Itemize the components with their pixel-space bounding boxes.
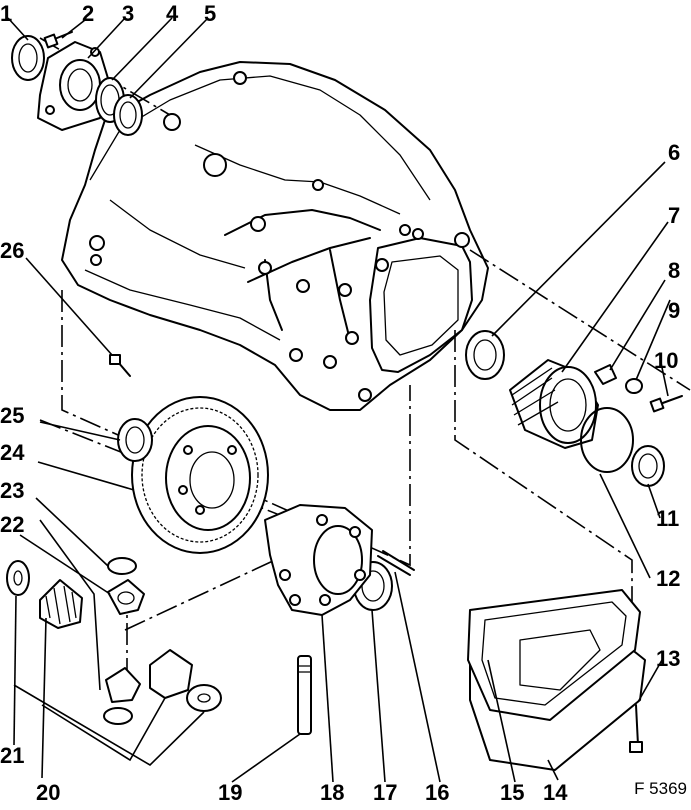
callout-14: 14 (543, 780, 568, 805)
callout-18: 18 (320, 780, 345, 805)
part-18-differential-case (264, 504, 373, 616)
part-12-o-ring (580, 407, 634, 473)
callout-15: 15 (500, 780, 525, 805)
callout-2: 2 (82, 1, 95, 26)
part-22-planet-gear (107, 579, 145, 615)
part-7-ring-gear (509, 359, 599, 449)
callout-7: 7 (668, 203, 681, 228)
callout-4: 4 (166, 1, 179, 26)
callout-16: 16 (425, 780, 450, 805)
callout-10: 10 (654, 348, 679, 373)
part-3-flange (37, 41, 111, 131)
callout-3: 3 (122, 1, 135, 26)
callout-21: 21 (0, 743, 25, 768)
part-6-seal (465, 330, 505, 380)
part-26-bolt (109, 354, 131, 377)
callout-22: 22 (0, 512, 25, 537)
callout-24: 24 (0, 440, 25, 465)
transmission-housing (61, 61, 489, 411)
part-21-washer (6, 560, 30, 596)
callout-11: 11 (656, 506, 680, 531)
callout-5: 5 (204, 1, 217, 26)
figure-reference: F 5369 (634, 779, 687, 798)
leader-lines (7, 17, 671, 783)
part-24-crown-wheel (131, 396, 269, 554)
part-9-washer (625, 378, 643, 394)
callout-8: 8 (668, 258, 681, 283)
callout-25: 25 (0, 403, 25, 428)
part-13-bolt (629, 704, 643, 753)
callout-6: 6 (668, 140, 681, 165)
part-11-seal (631, 445, 665, 487)
part-5-sleeve (113, 94, 143, 136)
part-1-seal (11, 35, 45, 81)
callout-23: 23 (0, 478, 25, 503)
callout-26: 26 (0, 238, 25, 263)
callout-19: 19 (218, 780, 243, 805)
callout-17: 17 (373, 780, 398, 805)
callout-9: 9 (668, 298, 681, 323)
part-19-shaft (297, 655, 312, 735)
part-10-bolt (649, 395, 683, 413)
callout-20: 20 (36, 780, 61, 805)
part-8-clip (594, 364, 617, 385)
part-16-pin (377, 550, 415, 576)
part-25-bearing (117, 418, 153, 462)
part-14-15-cover-gasket (467, 589, 646, 771)
callout-13: 13 (656, 646, 681, 671)
callout-1: 1 (0, 1, 13, 26)
lower-gears (105, 649, 222, 712)
part-20-side-gear (39, 579, 83, 629)
callout-12: 12 (656, 566, 681, 591)
